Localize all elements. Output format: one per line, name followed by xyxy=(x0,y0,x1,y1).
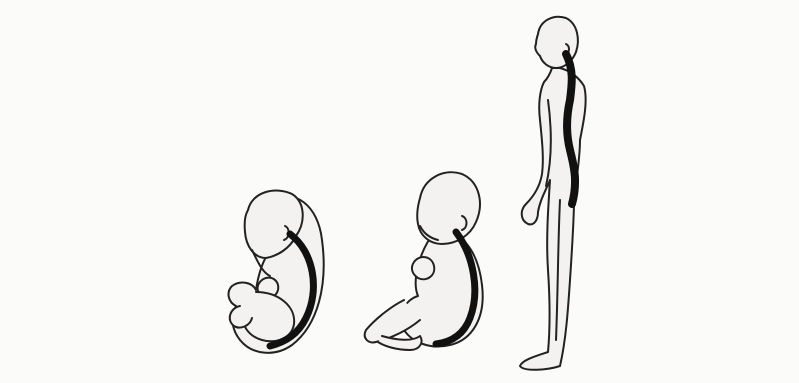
infant-body xyxy=(401,230,483,347)
fetus-figure xyxy=(229,191,324,353)
adult-body xyxy=(520,68,586,370)
infant-figure xyxy=(365,172,483,350)
adult-figure xyxy=(520,17,586,370)
infant-lower-leg xyxy=(378,336,422,350)
infant-hand xyxy=(412,257,434,279)
